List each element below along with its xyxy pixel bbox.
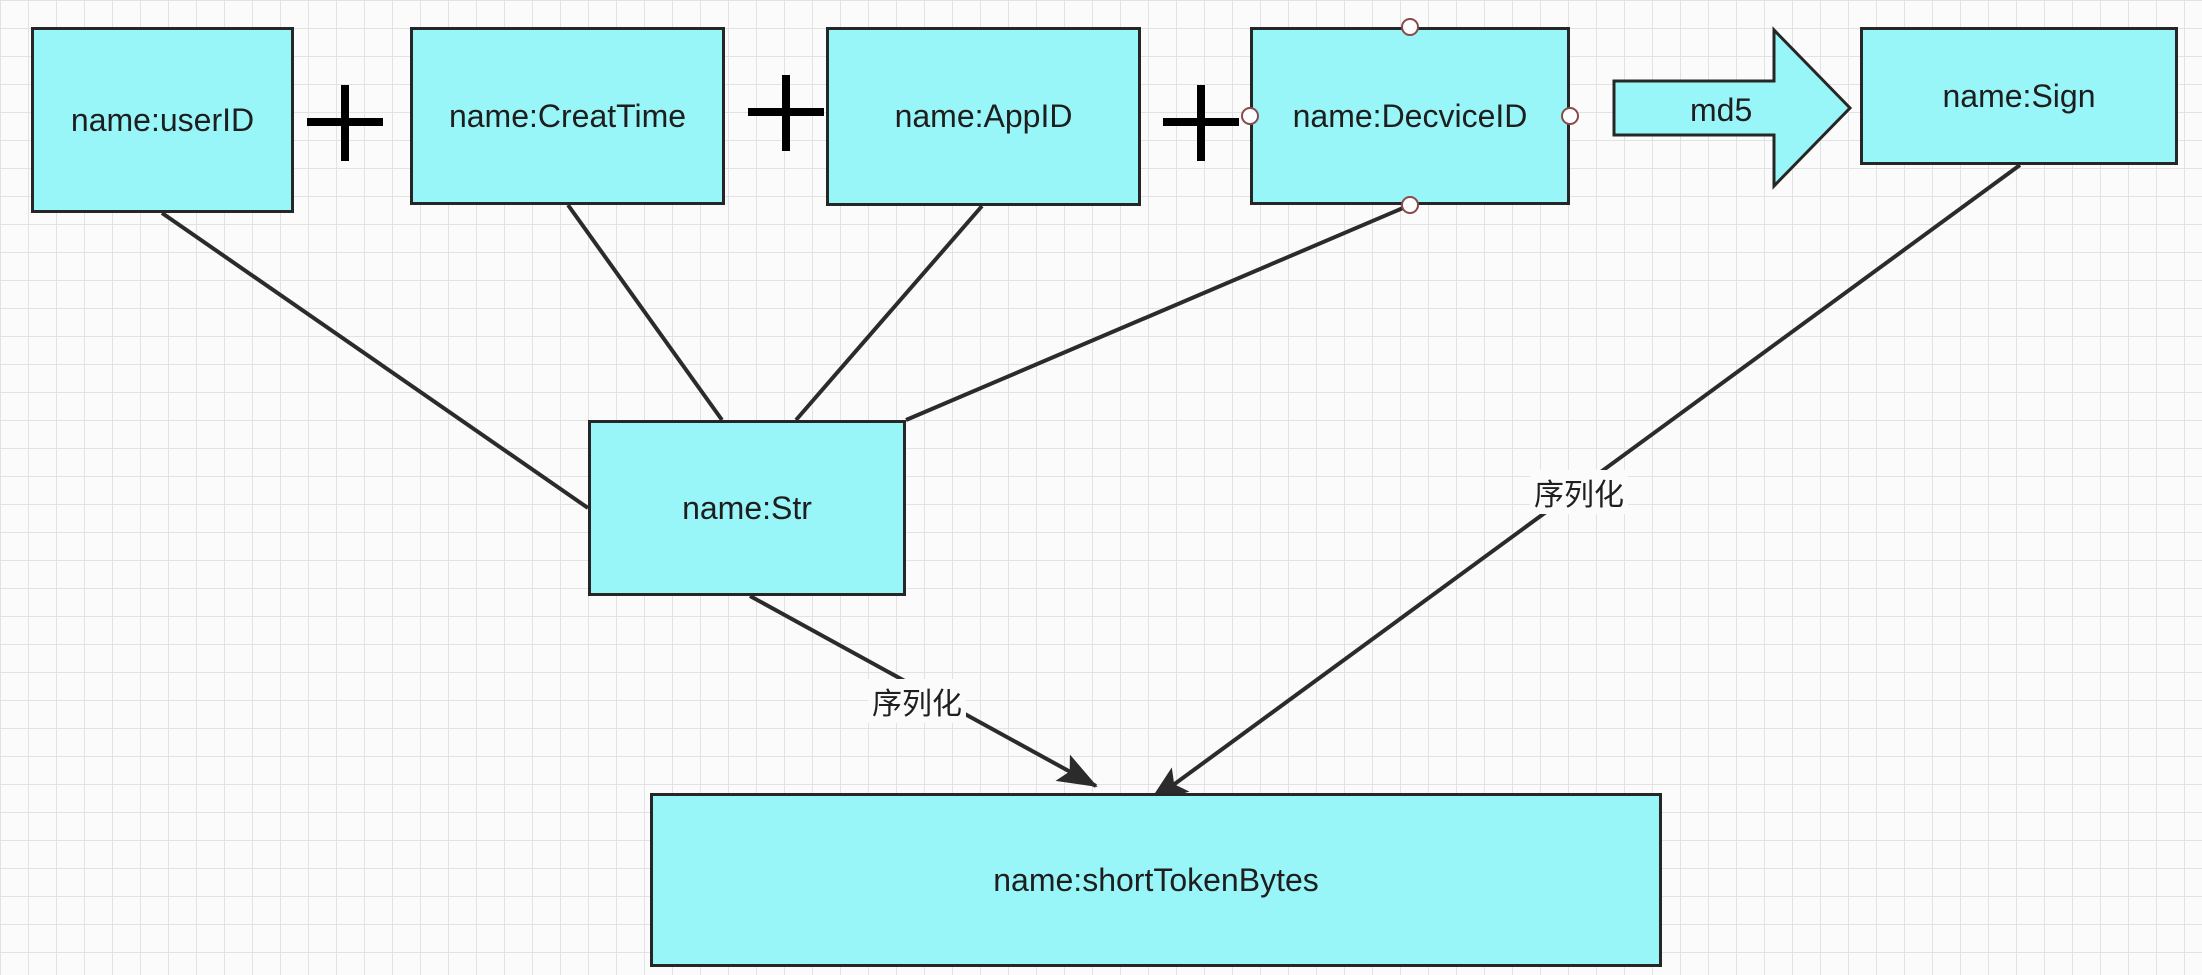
node-str-label: name:Str — [682, 489, 812, 526]
plus-operator-1 — [307, 85, 383, 161]
edge-label-serialize-right: 序列化 — [1530, 470, 1628, 514]
node-str[interactable]: name:Str — [588, 420, 906, 596]
edge-deviceid-to-str[interactable] — [905, 203, 1411, 422]
node-sign[interactable]: name:Sign — [1860, 27, 2178, 165]
node-creat-time-label: name:CreatTime — [448, 97, 687, 134]
edge-userid-to-str[interactable] — [160, 211, 590, 510]
node-device-id-label: name:DecviceID — [1292, 97, 1528, 134]
node-short-token-bytes-label: name:shortTokenBytes — [993, 861, 1319, 898]
md5-block-arrow[interactable] — [1612, 26, 1853, 190]
plus-operator-3 — [1163, 85, 1239, 161]
node-device-id[interactable]: name:DecviceID — [1250, 27, 1570, 205]
connection-handle-left[interactable] — [1241, 107, 1259, 125]
edge-label-serialize-left: 序列化 — [868, 679, 966, 723]
node-app-id[interactable]: name:AppID — [826, 27, 1141, 206]
edge-creattime-to-str[interactable] — [566, 203, 724, 422]
node-sign-label: name:Sign — [1942, 77, 2096, 114]
node-user-id-label: name:userID — [70, 101, 255, 138]
edge-appid-to-str[interactable] — [794, 204, 984, 422]
connection-handle-right[interactable] — [1561, 107, 1579, 125]
node-user-id[interactable]: name:userID — [31, 27, 294, 213]
node-creat-time[interactable]: name:CreatTime — [410, 27, 725, 205]
md5-label: md5 — [1690, 92, 1753, 128]
node-app-id-label: name:AppID — [894, 98, 1073, 134]
connection-handle-top[interactable] — [1401, 18, 1419, 36]
plus-operator-2 — [748, 75, 824, 151]
node-short-token-bytes[interactable]: name:shortTokenBytes — [650, 793, 1662, 967]
connection-handle-bottom[interactable] — [1401, 196, 1419, 214]
